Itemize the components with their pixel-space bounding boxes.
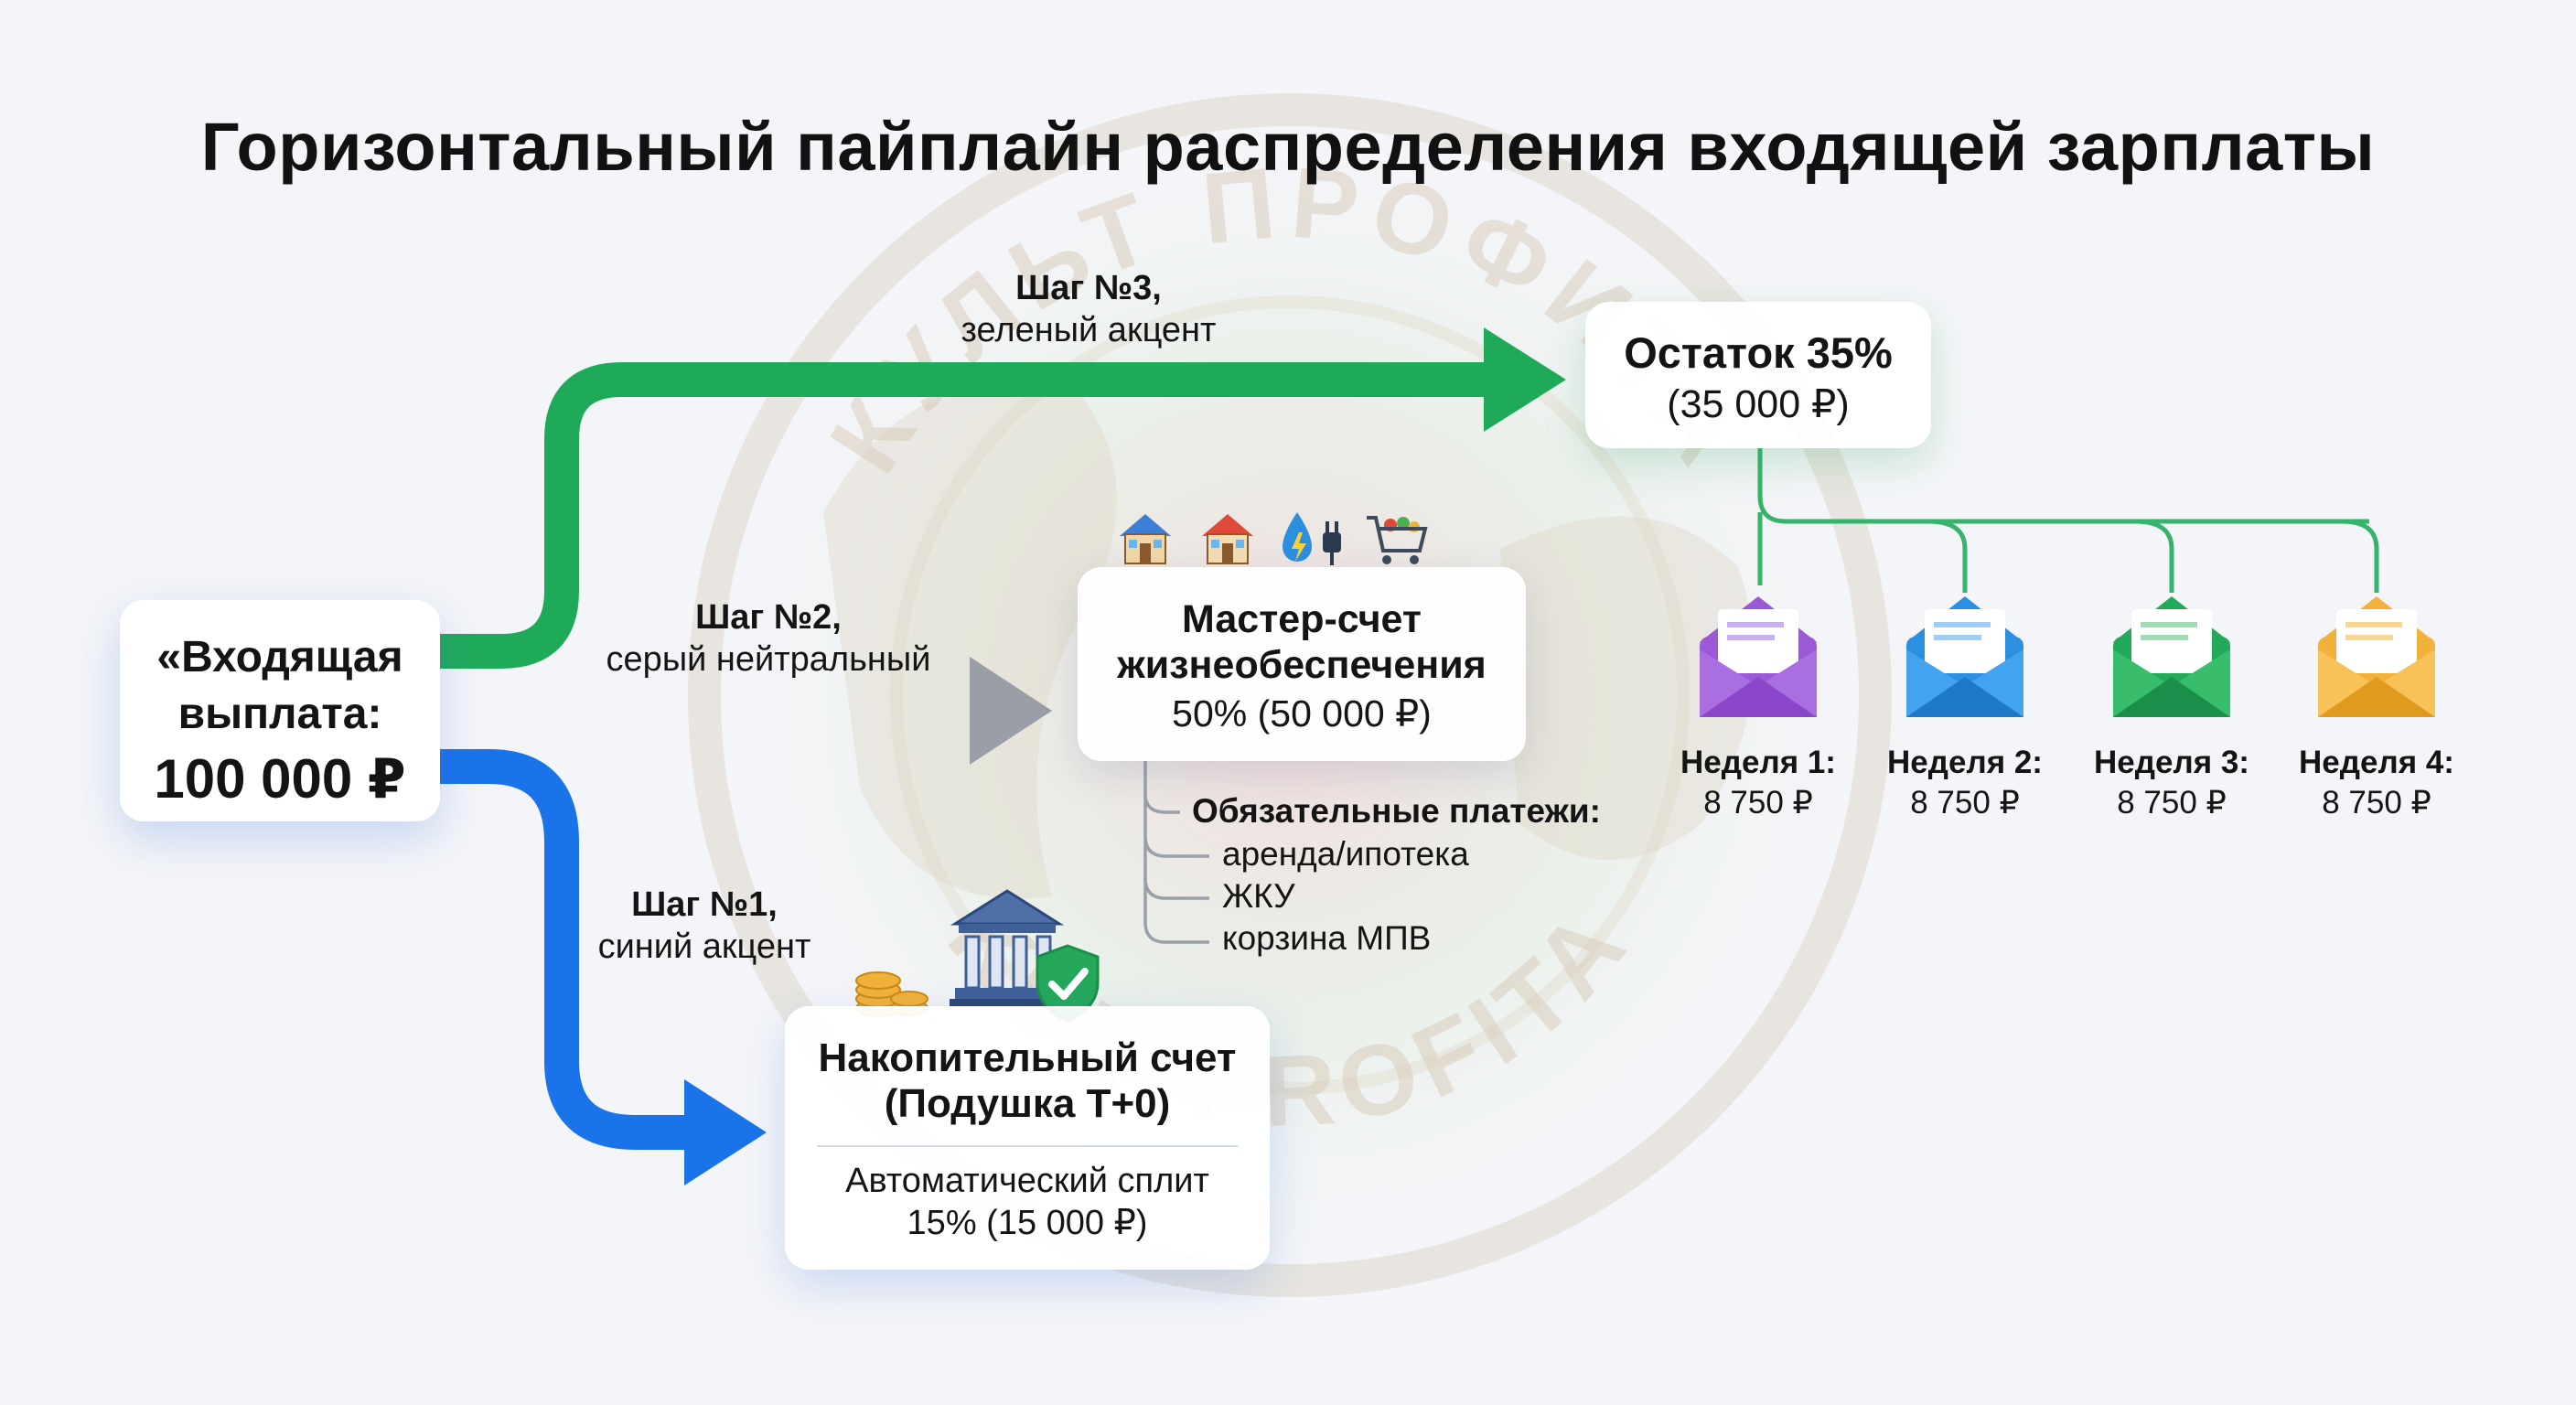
payments-tree — [1143, 761, 1209, 944]
shopping-cart-icon — [1367, 516, 1428, 564]
remainder-card: Остаток 35% (35 000 ₽) — [1585, 302, 1931, 448]
arrow-head-step-2 — [970, 657, 1052, 765]
bank-icon — [950, 889, 1065, 1008]
payment-item: ЖКУ — [1222, 877, 1295, 915]
week-3-label: Неделя 3: 8 750 ₽ — [2062, 743, 2281, 823]
savings-account-card: Накопительный счет (Подушка Т+0) Автомат… — [785, 1006, 1270, 1270]
savings-title-line1: Накопительный счет — [818, 1035, 1237, 1080]
week-2-label: Неделя 2: 8 750 ₽ — [1855, 743, 2075, 823]
week-amount: 8 750 ₽ — [2117, 785, 2227, 820]
arrow-head-step-3 — [1484, 327, 1566, 432]
master-account-card: Мастер-счет жизнеобеспечения 50% (50 000… — [1078, 567, 1526, 761]
income-amount: 100 000 ₽ — [154, 748, 406, 810]
week-title: Неделя 1: — [1680, 745, 1836, 780]
savings-value: 15% (15 000 ₽) — [907, 1204, 1148, 1242]
week-amount: 8 750 ₽ — [1703, 785, 1813, 820]
step-2-title: Шаг №2, — [695, 598, 842, 637]
envelope-icon — [1906, 596, 2023, 717]
step-3-label: Шаг №3, зеленый акцент — [896, 267, 1281, 351]
savings-divider — [817, 1145, 1238, 1147]
week-title: Неделя 2: — [1887, 745, 2043, 780]
income-label-line1: «Входящая — [156, 633, 403, 681]
week-amount: 8 750 ₽ — [1910, 785, 2020, 820]
master-value: 50% (50 000 ₽) — [1172, 692, 1432, 735]
envelope-icon — [2113, 596, 2230, 717]
payment-item: аренда/ипотека — [1222, 835, 1469, 873]
arrow-step-1 — [439, 749, 704, 1150]
remainder-tree — [1757, 448, 2379, 593]
utility-drop-plug-icon — [1283, 512, 1341, 565]
house-icon — [1120, 514, 1171, 564]
step-3-caption: зеленый акцент — [961, 311, 1217, 349]
savings-caption: Автоматический сплит — [845, 1162, 1209, 1200]
remainder-title: Остаток 35% — [1624, 328, 1893, 377]
income-card: «Входящая выплата: 100 000 ₽ — [120, 600, 440, 821]
savings-title-line2: (Подушка Т+0) — [884, 1081, 1171, 1126]
payment-item: корзина МПВ — [1222, 919, 1432, 957]
week-1-label: Неделя 1: 8 750 ₽ — [1648, 743, 1868, 823]
week-4-label: Неделя 4: 8 750 ₽ — [2267, 743, 2486, 823]
house-icon — [1202, 514, 1253, 564]
step-2-label: Шаг №2, серый нейтральный — [567, 596, 970, 681]
master-title-line2: жизнеобеспечения — [1117, 643, 1487, 687]
arrow-step-3 — [439, 362, 1500, 669]
step-1-title: Шаг №1, — [631, 885, 778, 924]
step-2-caption: серый нейтральный — [606, 640, 931, 679]
week-amount: 8 750 ₽ — [2322, 785, 2431, 820]
step-3-title: Шаг №3, — [1015, 269, 1162, 307]
income-label-line2: выплата: — [177, 690, 382, 738]
remainder-value: (35 000 ₽) — [1667, 382, 1850, 426]
envelope-icon — [2318, 596, 2435, 717]
payments-title: Обязательные платежи: — [1192, 792, 1601, 830]
envelope-icon — [1700, 596, 1817, 717]
step-1-caption: синий акцент — [597, 928, 811, 966]
page-title: Горизонтальный пайплайн распределения вх… — [200, 109, 2376, 185]
master-title-line1: Мастер-счет — [1182, 597, 1422, 641]
step-1-label: Шаг №1, синий акцент — [531, 884, 878, 968]
arrow-head-step-1 — [684, 1079, 767, 1185]
week-title: Неделя 4: — [2299, 745, 2454, 780]
week-title: Неделя 3: — [2094, 745, 2249, 780]
